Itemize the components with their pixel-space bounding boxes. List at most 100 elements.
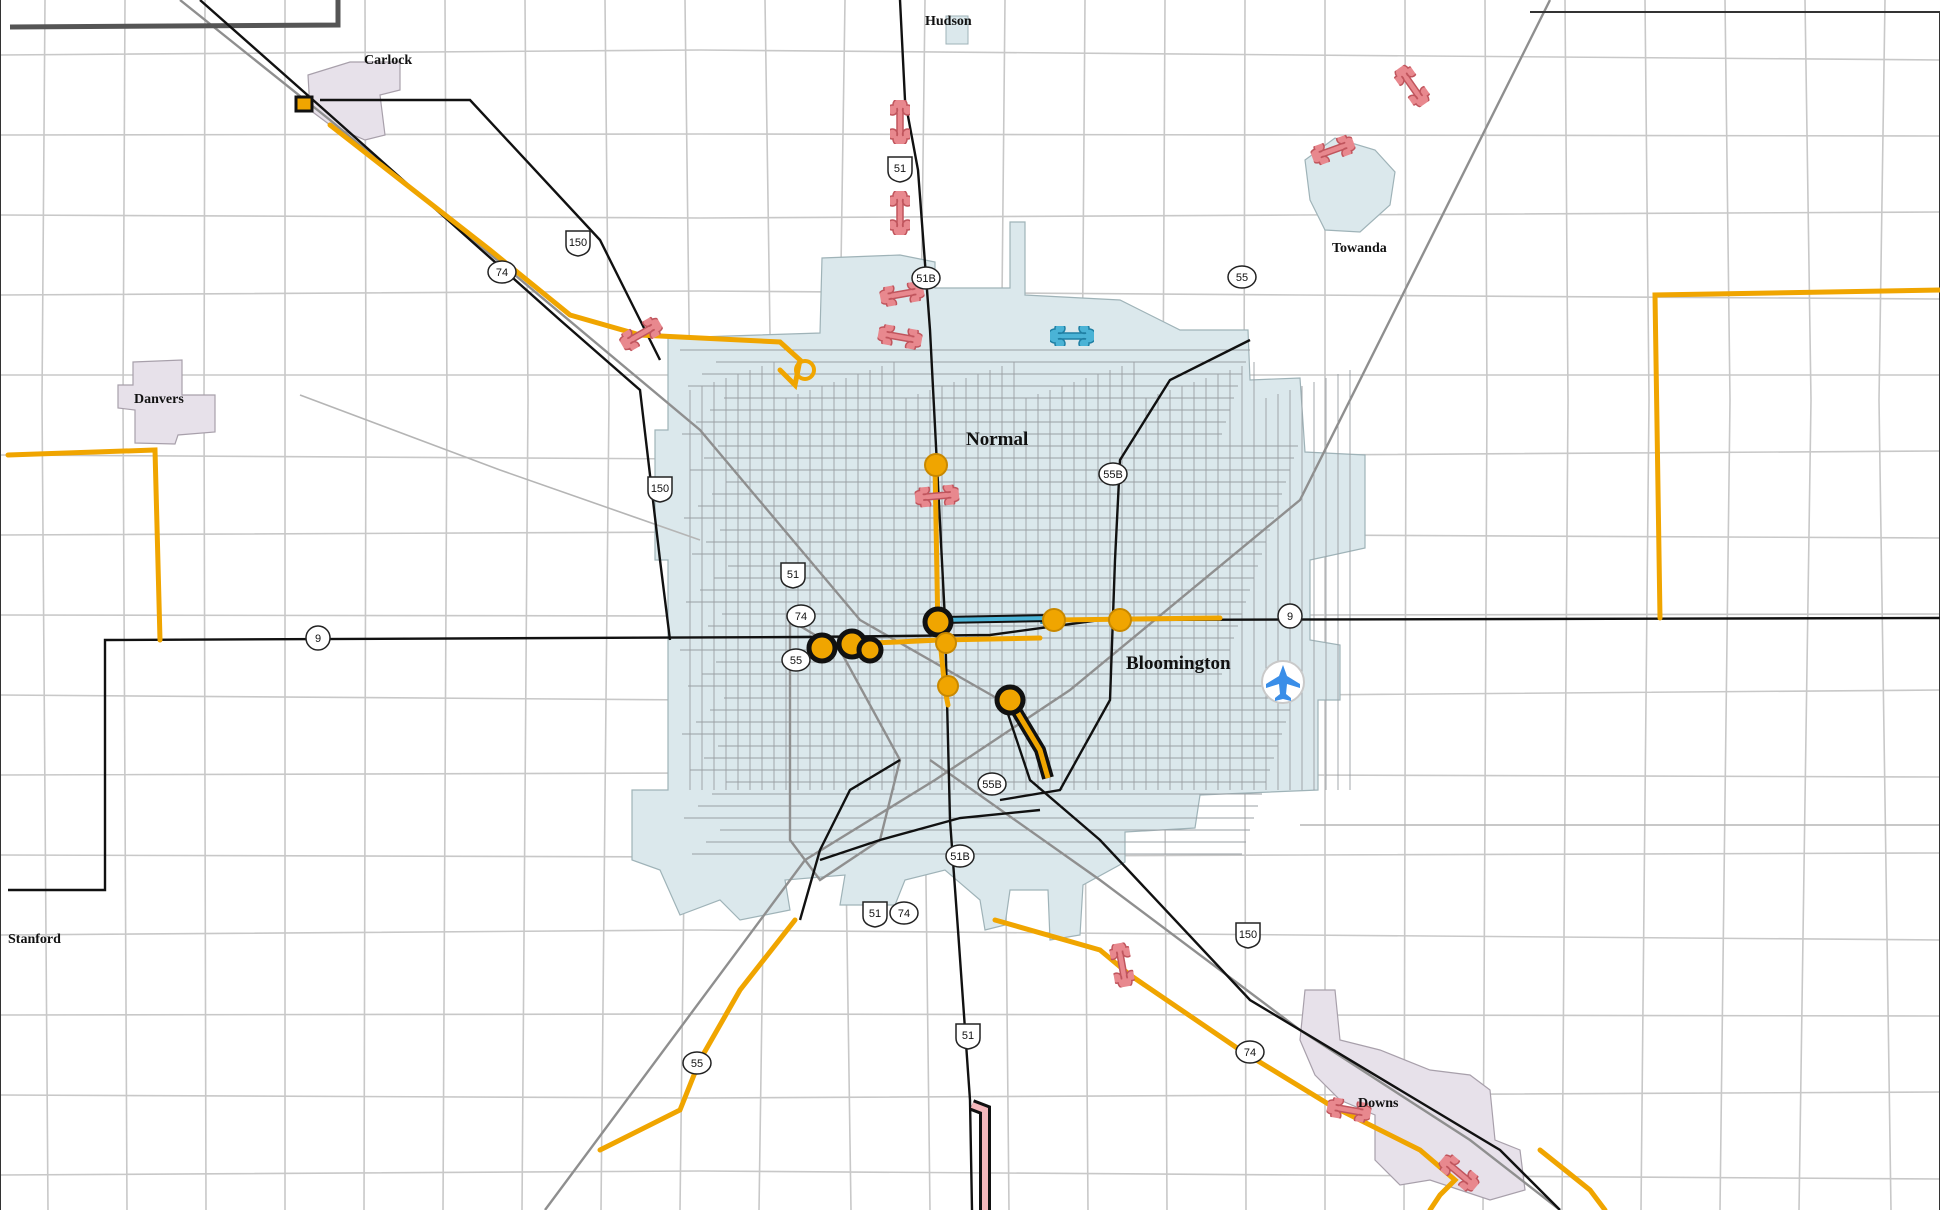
corridor-east [1652, 287, 1940, 621]
route-shield-label: 9 [1287, 611, 1293, 623]
route-shield-shape [780, 562, 806, 589]
route-shield-shape [1098, 462, 1128, 486]
route-shield-label: 150 [1239, 929, 1257, 941]
danvers-area [117, 359, 216, 445]
county-road [122, 0, 128, 1210]
site-markers [794, 359, 1132, 716]
route-shield-label: 74 [898, 908, 910, 920]
route-shield: 51 [780, 562, 806, 589]
route-shield-label: 55 [790, 655, 802, 667]
route-shield-label: 51 [962, 1030, 974, 1042]
route-shield-label: 74 [795, 611, 807, 623]
county-road [1403, 0, 1407, 1210]
route-shield-label: 55 [1236, 272, 1248, 284]
corridor-downtown [827, 462, 1223, 708]
route-shield: 55 [682, 1051, 712, 1075]
county-road [1640, 0, 1650, 1210]
black-corridor [1007, 698, 1051, 779]
county-road [0, 1091, 1940, 1099]
county-road [0, 133, 1940, 137]
county-line-nw [9, 0, 341, 30]
i55b-south [819, 808, 1041, 862]
circle-marker-icon[interactable] [856, 636, 884, 664]
route-shield: 150 [647, 476, 673, 503]
pink-corridor [970, 1102, 988, 1210]
route-shield-label: 51B [950, 851, 970, 863]
carlock-marker [294, 95, 314, 113]
route-shield-shape [945, 844, 975, 868]
route-shield-label: 9 [315, 633, 321, 645]
route-shield: 51 [955, 1023, 981, 1050]
route-shield: 74 [1235, 1040, 1265, 1064]
route-shield-label: 51 [787, 569, 799, 581]
route-shield-shape [305, 625, 331, 651]
interstate-55 [544, 0, 1552, 1210]
circle-marker-icon[interactable] [806, 632, 838, 664]
county-road [0, 211, 1940, 219]
route-shield-shape [682, 1051, 712, 1075]
county-road [203, 0, 207, 1210]
route-shield-shape [887, 156, 913, 183]
county-road [363, 0, 367, 1210]
circle-marker-icon[interactable] [922, 606, 954, 638]
route-shield: 9 [305, 625, 331, 651]
route-shield: 51B [911, 266, 941, 290]
route-shield-label: 51 [894, 163, 906, 175]
route-shield-shape [786, 604, 816, 628]
county-road [1561, 0, 1569, 1210]
route-shield: 55B [1098, 462, 1128, 486]
circle-marker-icon[interactable] [994, 684, 1026, 716]
corridor-west [5, 447, 163, 643]
circle-marker-icon[interactable] [935, 632, 957, 654]
county-road [1878, 0, 1892, 1210]
route-shield: 74 [889, 901, 919, 925]
route-shield-shape [1277, 603, 1303, 629]
main-street-south [798, 758, 901, 921]
route-shield-shape [862, 901, 888, 928]
hudson-label: Hudson [925, 14, 972, 29]
county-road [521, 0, 529, 1210]
us-150-east [998, 689, 1561, 1210]
route-shield-label: 150 [569, 237, 587, 249]
route-shield: 55 [1227, 265, 1257, 289]
route-shield-shape [955, 1023, 981, 1050]
veterans-parkway [999, 338, 1251, 802]
route-shield-shape [977, 772, 1007, 796]
route-shield-shape [911, 266, 941, 290]
danvers-label: Danvers [134, 392, 184, 407]
route-shield-shape [781, 648, 811, 672]
route-shield: 9 [1277, 603, 1303, 629]
interstate-74-west [179, 0, 1001, 702]
route-shield-shape [1227, 265, 1257, 289]
route-shield: 51 [887, 156, 913, 183]
towanda-label: Towanda [1332, 241, 1387, 256]
county-road [1482, 0, 1488, 1210]
circle-marker-icon[interactable] [924, 453, 948, 477]
circle-marker-icon[interactable] [1108, 608, 1132, 632]
airport-icon[interactable] [1261, 660, 1305, 704]
route-shield-label: 51 [869, 908, 881, 920]
hudson-area [945, 15, 969, 45]
route-shield: 74 [786, 604, 816, 628]
route-shield-shape [487, 260, 517, 284]
county-road [0, 1013, 1940, 1017]
route-shield: 150 [1235, 922, 1261, 949]
circle-marker-icon[interactable] [794, 359, 816, 381]
blue-corridor [939, 616, 1051, 622]
stanford-label: Stanford [8, 932, 61, 947]
route-shield: 55 [781, 648, 811, 672]
circle-marker-icon[interactable] [937, 675, 959, 697]
route-shield-shape [1235, 922, 1261, 949]
county-road [0, 929, 1940, 941]
circle-marker-icon[interactable] [1042, 608, 1066, 632]
interstate-55-beltway [788, 617, 902, 882]
route-shield-label: 74 [496, 267, 508, 279]
route-shield-label: 51B [916, 273, 936, 285]
route-shield-shape [889, 901, 919, 925]
route-shield: 51B [945, 844, 975, 868]
bloomington-label: Bloomington [1126, 653, 1231, 674]
normal-label: Normal [966, 429, 1028, 450]
